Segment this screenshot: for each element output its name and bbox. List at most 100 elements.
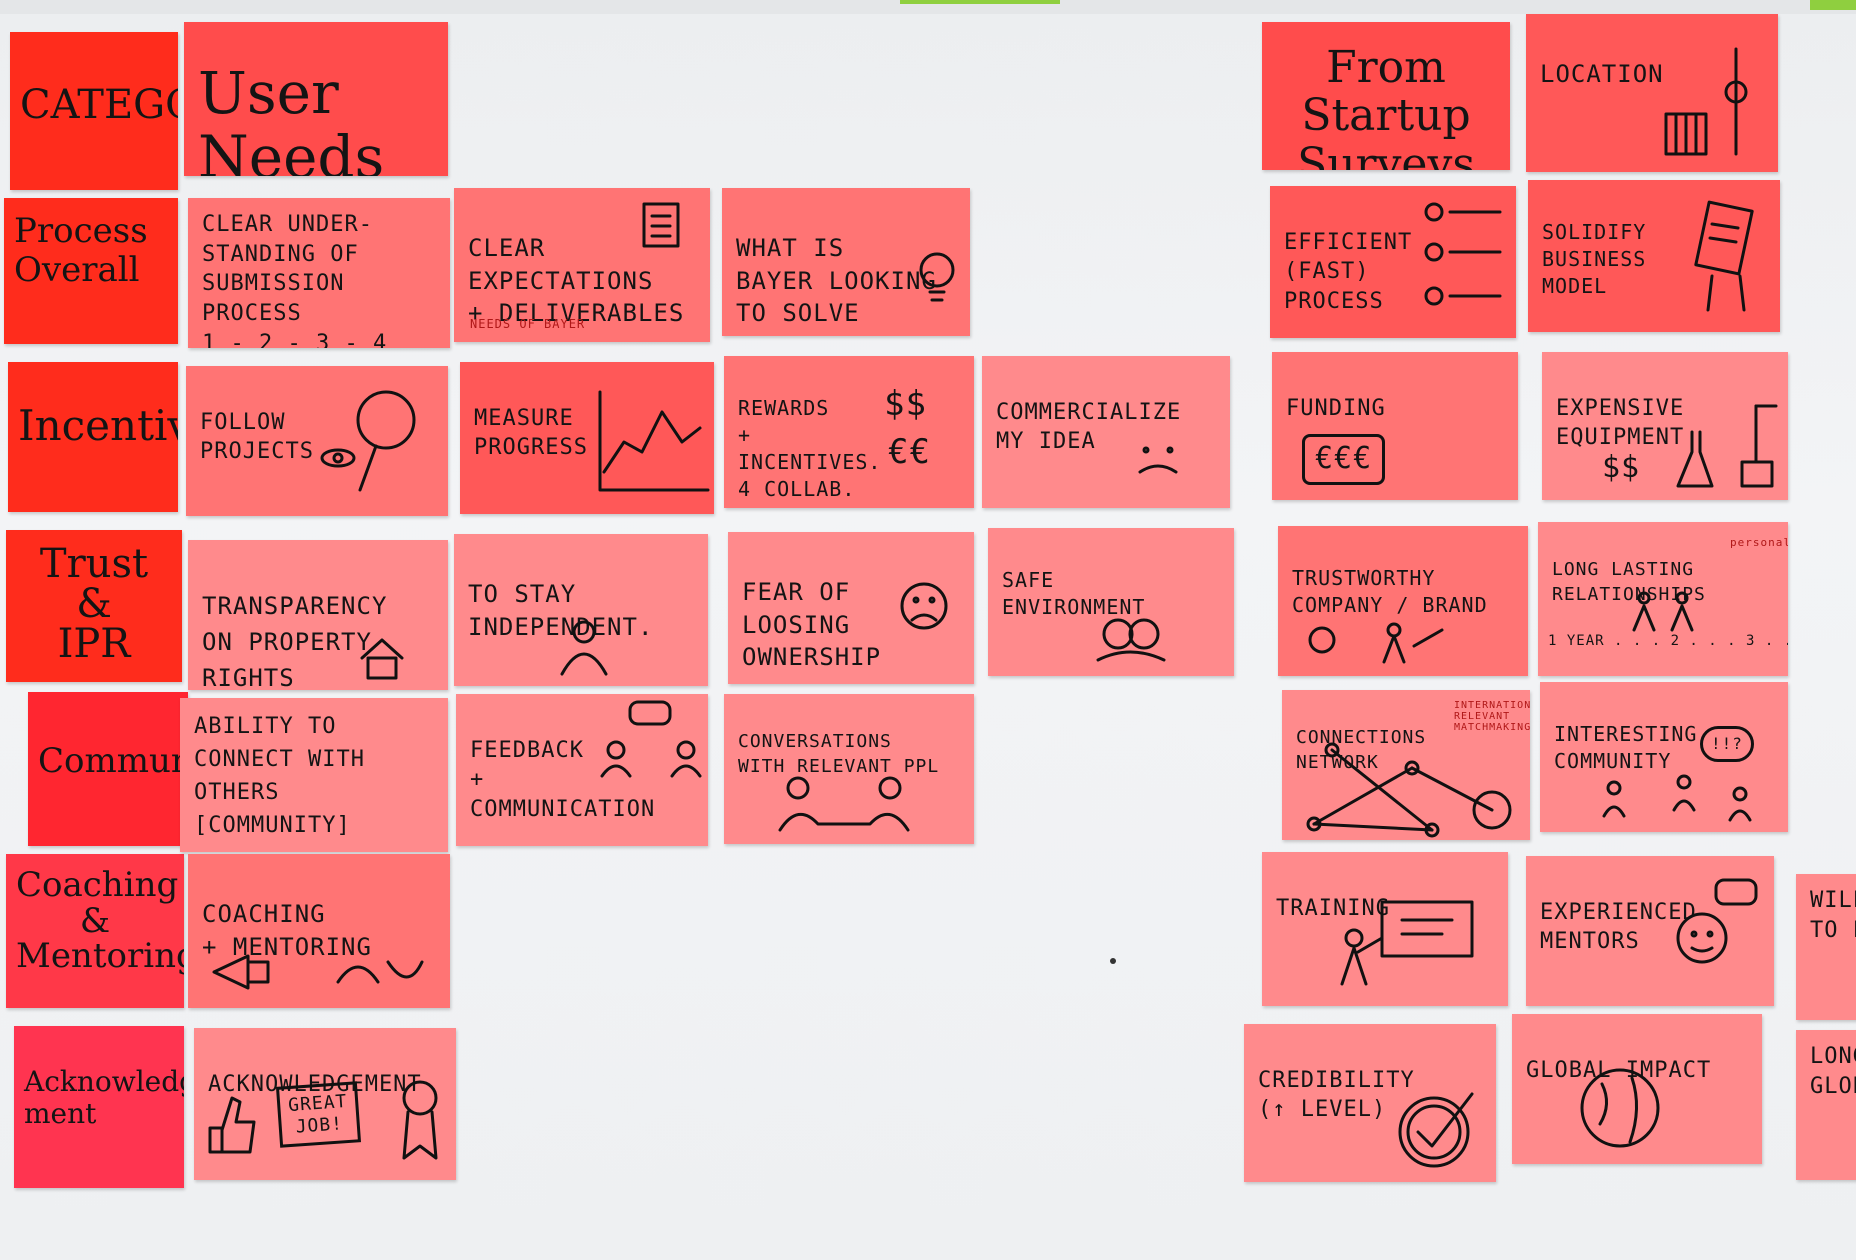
great-job-badge: GREAT JOB!	[275, 1081, 362, 1148]
note-follow-projects-text: FOLLOW PROJECTS	[200, 409, 314, 465]
note-rewards-incentives: REWARDS + INCENTIVES. 4 COLLAB. $$ €€	[724, 356, 974, 508]
note-feedback-communication: FEEDBACK + COMMUNICATION	[456, 694, 708, 846]
note-conversations-text: CONVERSATIONS WITH RELEVANT PPL	[738, 731, 940, 777]
board-top-edge	[0, 0, 1856, 14]
globe-icon	[1580, 1068, 1660, 1148]
tv-tower-icon	[1664, 47, 1748, 156]
note-stay-independent-text: TO STAY INDEPENDENT.	[468, 580, 654, 641]
line-graph-icon	[598, 390, 710, 492]
banknote-icon: €€€	[1302, 434, 1386, 485]
note-connections-network-text: CONNECTIONS NETWORK	[1296, 727, 1427, 773]
note-global-impact: GLOBAL IMPACT	[1512, 1014, 1762, 1164]
note-solidify-business: SOLIDIFY BUSINESS MODEL	[1528, 180, 1780, 332]
note-trustworthy-text: TRUSTWORTHY COMPANY / BRAND	[1292, 566, 1488, 617]
category-incentive: Incentive	[8, 362, 178, 512]
note-credibility: CREDIBILITY (↑ LEVEL)	[1244, 1024, 1496, 1182]
note-feedback-communication-text: FEEDBACK + COMMUNICATION	[470, 737, 656, 823]
dollar-equipment-icon: $$	[1602, 450, 1641, 485]
mentor-face-icon	[1676, 878, 1758, 964]
note-connections-network: CONNECTIONS NETWORK INTERNATIONAL RELEVA…	[1282, 690, 1530, 840]
people-handshake-icon	[1308, 622, 1444, 664]
note-commercialize-idea: COMMERCIALIZE MY IDEA	[982, 356, 1230, 508]
header-startup-surveys: From Startup Surveys	[1262, 22, 1510, 170]
note-measure-progress: MEASURE PROGRESS	[460, 362, 714, 514]
document-icon	[642, 202, 680, 248]
checkmark-circle-icon	[1398, 1092, 1474, 1168]
business-plan-icon	[1694, 200, 1754, 312]
header-location: LOCATION	[1526, 14, 1778, 172]
lightbulb-question-icon	[919, 252, 955, 302]
note-follow-projects: FOLLOW PROJECTS	[186, 366, 448, 516]
house-icon	[360, 638, 404, 680]
category-process-overall: Process Overall	[4, 198, 178, 344]
timeline-label: 1 YEAR . . . 2 . . . 3 . . . ∞	[1548, 633, 1788, 649]
note-needs-of-bayer: NEEDS OF BAYER	[470, 316, 586, 331]
note-coaching-mentoring-text: COACHING + MENTORING	[202, 900, 372, 961]
note-clear-understanding: CLEAR UNDER- STANDING OF SUBMISSION PROC…	[188, 198, 450, 348]
note-measure-progress-text: MEASURE PROGRESS	[474, 405, 588, 461]
note-safe-environment-text: SAFE ENVIRONMENT	[1002, 568, 1146, 619]
note-credibility-text: CREDIBILITY (↑ LEVEL)	[1258, 1067, 1415, 1123]
numbered-steps-icon	[1424, 202, 1502, 306]
note-acknowledgement-text: ACKNOWLEDGEMENT	[208, 1071, 422, 1097]
note-training-text: TRAINING	[1276, 895, 1390, 921]
note-interesting-community-text: INTERESTING COMMUNITY	[1554, 722, 1698, 773]
faces-hearts-icon	[1096, 618, 1166, 662]
note-acknowledgement: ACKNOWLEDGEMENT GREAT JOB!	[194, 1028, 456, 1180]
note-funding: FUNDING €€€	[1272, 352, 1518, 500]
ribbon-award-icon	[402, 1080, 438, 1160]
dollar-icon: $$	[884, 384, 927, 424]
note-clear-expectations: CLEAR EXPECTATIONS + DELIVERABLES NEEDS …	[454, 188, 710, 342]
note-rewards-incentives-text: REWARDS + INCENTIVES. 4 COLLAB.	[738, 396, 882, 501]
note-long-lasting: LONG LASTING RELATIONSHIPS personal 1 YE…	[1538, 522, 1788, 676]
note-what-is-bayer-text: WHAT IS BAYER LOOKING TO SOLVE	[736, 234, 937, 328]
note-clear-expectations-text: CLEAR EXPECTATIONS + DELIVERABLES	[468, 234, 685, 328]
presentation-icon	[1340, 900, 1474, 986]
note-conversations: CONVERSATIONS WITH RELEVANT PPL	[724, 694, 974, 844]
connections-small-note: INTERNATIONAL RELEVANT MATCHMAKING	[1454, 700, 1530, 733]
note-will-to-cut: WILL TO L	[1796, 874, 1856, 1020]
question-bubble-icon: !!?	[1700, 726, 1754, 762]
speech-people-icon	[600, 700, 702, 778]
worried-face-icon	[1138, 446, 1178, 474]
lab-equipment-icon	[1676, 404, 1778, 488]
magnifier-eye-icon	[320, 390, 416, 492]
note-trustworthy: TRUSTWORTHY COMPANY / BRAND	[1278, 526, 1528, 676]
green-tape	[900, 0, 1060, 4]
note-long-lasting-text: LONG LASTING RELATIONSHIPS	[1552, 559, 1706, 605]
note-funding-text: FUNDING	[1286, 395, 1386, 421]
note-stay-independent: TO STAY INDEPENDENT.	[454, 534, 708, 686]
note-efficient-process: EFFICIENT (FAST) PROCESS	[1270, 186, 1516, 338]
note-experienced-mentors: EXPERIENCED MENTORS	[1526, 856, 1774, 1006]
note-what-is-bayer: WHAT IS BAYER LOOKING TO SOLVE	[722, 188, 970, 336]
category-acknowledgement: Acknowledge- ment	[14, 1026, 184, 1188]
person-icon	[560, 620, 608, 676]
header-category: CATEGORY	[10, 32, 178, 190]
megaphone-thumbs-icon	[212, 954, 424, 990]
personal-small-note: personal	[1730, 536, 1788, 549]
note-interesting-community: INTERESTING COMMUNITY !!?	[1540, 682, 1788, 832]
note-transparency: TRANSPARENCY ON PROPERTY RIGHTS	[188, 540, 448, 690]
running-people-icon	[1632, 591, 1694, 632]
category-trust-ipr: Trust & IPR	[6, 530, 182, 682]
category-coaching-mentoring: Coaching & Mentoring	[6, 854, 184, 1008]
board-mark	[1110, 958, 1116, 964]
note-solidify-business-text: SOLIDIFY BUSINESS MODEL	[1542, 220, 1647, 298]
category-community: Community	[28, 692, 188, 846]
handshake-icon	[778, 776, 910, 832]
green-tape-right	[1810, 0, 1856, 10]
note-expensive-equipment: EXPENSIVE EQUIPMENT $$	[1542, 352, 1788, 500]
note-expensive-equipment-text: EXPENSIVE EQUIPMENT	[1556, 395, 1685, 451]
note-commercialize-idea-text: COMMERCIALIZE MY IDEA	[996, 399, 1182, 455]
note-efficient-process-text: EFFICIENT (FAST) PROCESS	[1284, 229, 1413, 315]
community-people-icon	[1602, 774, 1752, 822]
network-graph-icon	[1306, 742, 1512, 838]
note-fear-ownership: FEAR OF LOOSING OWNERSHIP	[728, 532, 974, 684]
note-safe-environment: SAFE ENVIRONMENT	[988, 528, 1234, 676]
note-experienced-mentors-text: EXPERIENCED MENTORS	[1540, 899, 1697, 955]
note-transparency-text: TRANSPARENCY ON PROPERTY RIGHTS	[202, 592, 388, 690]
header-user-needs: User Needs	[184, 22, 448, 176]
thumbs-up-icon	[208, 1096, 256, 1154]
note-ability-connect: ABILITY TO CONNECT WITH OTHERS [COMMUNIT…	[180, 698, 448, 852]
